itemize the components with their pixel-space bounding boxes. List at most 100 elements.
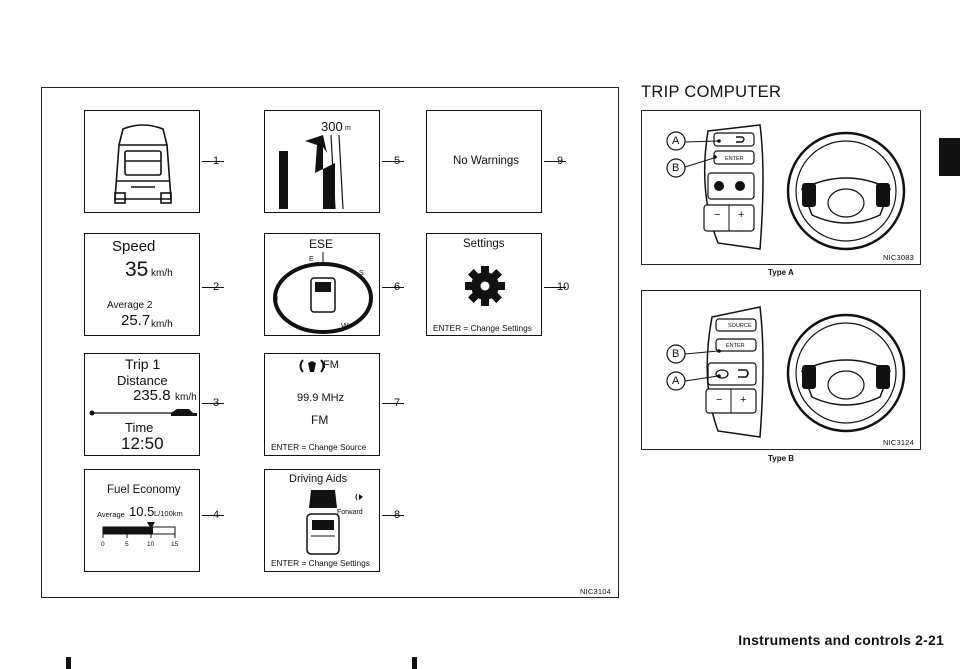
callout-line [544,287,566,288]
callout-line [202,403,224,404]
callout-5: 5 [394,155,401,167]
type-b-caption: Type B [768,454,795,463]
compass-icon [273,252,373,334]
type-b-switch-illustration [666,306,906,438]
callout-7: 7 [394,397,401,409]
panel-warnings: No Warnings [426,110,542,213]
callout-line [202,515,224,516]
compass-s: S [359,270,364,277]
turn-arrow-icon [279,134,344,210]
panel-trip: Trip 1 Distance 235.8 km/h Time 12:50 [84,353,200,456]
panel-compass: ESE E S N W [264,233,380,336]
average-unit: km/h [151,319,173,330]
driving-aids-icon [306,490,363,555]
volume-plus-label: + [738,209,745,221]
callout-1: 1 [213,155,220,167]
enter-button-label: ENTER [726,343,745,349]
panel-settings: Settings ENTER = Change Settings [426,233,542,336]
label-a: A [672,135,680,147]
average-value: 25.7 [121,312,151,329]
callout-8: 8 [394,509,401,521]
type-a-code: NIC3083 [883,253,915,262]
settings-footer: ENTER = Change Settings [433,323,532,333]
source-button-label: SOURCE [728,323,752,329]
type-b-code: NIC3124 [883,438,915,447]
average-label: Average 2 [107,300,153,311]
speed-value: 35 [125,258,149,281]
nav-distance: 300 [321,119,343,134]
label-a: A [672,375,680,387]
vehicle-icon [114,124,172,204]
no-warnings-text: No Warnings [453,155,520,167]
volume-minus-label: − [716,394,723,406]
panel-fuel-economy: Fuel Economy Average 10.5 L/100km 0 5 10… [84,469,200,572]
driving-aids-label: Forward [337,509,363,516]
label-b: B [672,348,680,360]
scale-5: 5 [125,541,129,548]
panel-navigation: 300 m [264,110,380,213]
distance-label: Distance [117,373,168,388]
callout-2: 2 [213,281,220,293]
scale-0: 0 [101,541,105,548]
settings-title: Settings [463,238,505,250]
panel-driving-aids: Driving Aids Forward ENTER = Change Sett… [264,469,380,572]
nav-unit: m [345,125,351,132]
panel-audio: FM 99.9 MHz FM ENTER = Change Source [264,353,380,456]
callout-6: 6 [394,281,401,293]
callout-line [202,161,224,162]
driving-aids-title: Driving Aids [289,473,348,485]
footer-mark [412,657,417,669]
callout-10: 10 [557,281,570,293]
callout-line [544,161,566,162]
time-label: Time [125,420,154,435]
callout-9: 9 [557,155,564,167]
audio-source: FM [323,359,339,371]
figure-code: NIC3104 [580,587,612,596]
callout-line [382,403,404,404]
compass-e: E [309,256,314,263]
callout-line [382,515,404,516]
antenna-icon [299,359,325,373]
back-icon [736,136,745,143]
fuel-gauge [102,522,176,538]
time-value: 12:50 [121,434,164,453]
scale-15: 15 [171,541,179,548]
distance-unit: km/h [175,392,197,403]
compass-w: W [341,322,349,331]
speed-title: Speed [112,238,156,255]
volume-minus-label: − [714,209,721,221]
callout-4: 4 [213,509,220,521]
type-a-caption: Type A [768,268,794,277]
distance-value: 235.8 [133,387,171,404]
driving-aids-footer: ENTER = Change Settings [271,558,370,568]
back-icon [738,369,749,378]
compass-heading: ESE [309,237,334,251]
section-title: TRIP COMPUTER [641,83,782,101]
panel-vehicle-status [84,110,200,213]
trip-title: Trip 1 [125,356,161,372]
speed-unit: km/h [151,268,173,279]
type-a-switch-illustration [666,124,906,251]
fuel-unit: L/100km [154,509,183,518]
truck-icon [171,409,197,416]
scale-10: 10 [147,541,155,548]
fuel-value: 10.5 [129,504,155,519]
footer-mark [66,657,71,669]
chapter-tab [939,138,960,176]
audio-band: FM [311,413,329,427]
callout-line [382,287,404,288]
audio-frequency: 99.9 MHz [297,392,345,404]
compass-n: N [273,296,279,303]
enter-button-label: ENTER [725,156,744,162]
callout-line [382,161,404,162]
panel-speed: Speed 35 km/h Average 2 25.7 km/h [84,233,200,336]
gear-icon [465,266,505,306]
label-b: B [672,162,680,174]
audio-footer: ENTER = Change Source [271,442,367,452]
trip-progress-bar [89,409,197,416]
type-b-figure: B A SOURCE ENTER − + NIC3124 [641,290,921,450]
page-footer: Instruments and controls 2-21 [738,632,944,648]
volume-plus-label: + [740,394,747,406]
sensor-icon [359,494,363,500]
callout-3: 3 [213,397,220,409]
